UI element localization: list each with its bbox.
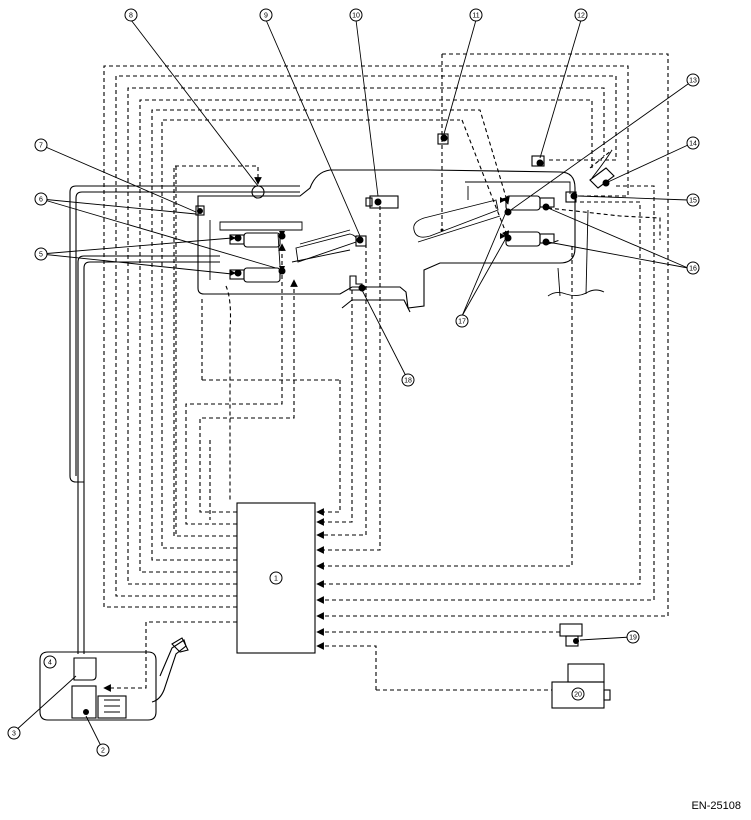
fuel-lines (69, 185, 300, 654)
callout-8: 8 (124, 8, 138, 22)
svg-text:11: 11 (472, 13, 479, 20)
svg-text:14: 14 (689, 141, 697, 148)
svg-text:13: 13 (689, 78, 697, 85)
callout-14: 14 (686, 136, 700, 150)
ecm-box (236, 502, 316, 654)
connector-dots (197, 134, 610, 292)
svg-text:6: 6 (39, 197, 43, 204)
throttle-sensor (369, 195, 399, 209)
callout-7: 7 (34, 138, 48, 152)
svg-text:16: 16 (689, 266, 697, 273)
wiring-harness (103, 53, 669, 692)
callout-15: 15 (686, 193, 700, 207)
component-20 (551, 663, 611, 709)
svg-text:7: 7 (39, 143, 43, 150)
svg-text:15: 15 (689, 198, 697, 205)
callout-17: 17 (455, 314, 469, 328)
callout-13: 13 (686, 73, 700, 87)
intake-runners (209, 181, 571, 280)
svg-text:8: 8 (129, 13, 133, 20)
throttle-sensor-connector (365, 197, 373, 207)
callout-4: 4 (43, 655, 57, 669)
svg-text:20: 20 (574, 692, 582, 699)
callout-10: 10 (349, 8, 363, 22)
callout-1: 1 (269, 571, 283, 585)
fuel-tank (39, 637, 189, 721)
sensor-14-body (589, 167, 615, 189)
sensor-11-body (437, 133, 449, 145)
callout-20: 20 (571, 687, 585, 701)
callout-2: 2 (96, 743, 110, 757)
callout-19: 19 (626, 630, 640, 644)
svg-text:1: 1 (274, 576, 278, 583)
svg-text:3: 3 (12, 731, 16, 738)
sensor-18-body (349, 275, 363, 291)
callout-6: 6 (34, 192, 48, 206)
callout-16: 16 (686, 261, 700, 275)
callout-3: 3 (7, 726, 21, 740)
callout-12: 12 (574, 8, 588, 22)
engine-outline (197, 149, 613, 313)
svg-text:18: 18 (404, 378, 412, 385)
fuel-pump (71, 685, 127, 719)
svg-text:5: 5 (39, 252, 43, 259)
callout-18: 18 (401, 373, 415, 387)
sensor-9-body (355, 235, 367, 247)
callout-9: 9 (259, 8, 273, 22)
component-19 (559, 623, 583, 647)
sensor-7-body (195, 205, 205, 216)
svg-text:4: 4 (48, 660, 52, 667)
svg-text:17: 17 (458, 319, 466, 326)
leader-lines (13, 19, 689, 751)
figure-code: EN-25108 (691, 800, 741, 812)
callout-11: 11 (469, 8, 483, 22)
sensor-12-body (531, 155, 545, 167)
svg-text:9: 9 (264, 13, 268, 20)
svg-text:12: 12 (577, 13, 585, 20)
injector-arrows (230, 197, 506, 276)
svg-text:19: 19 (629, 635, 637, 642)
callout-5: 5 (34, 247, 48, 261)
svg-text:10: 10 (352, 13, 360, 20)
fuel-level-sensor (73, 657, 97, 681)
svg-text:2: 2 (101, 748, 105, 755)
